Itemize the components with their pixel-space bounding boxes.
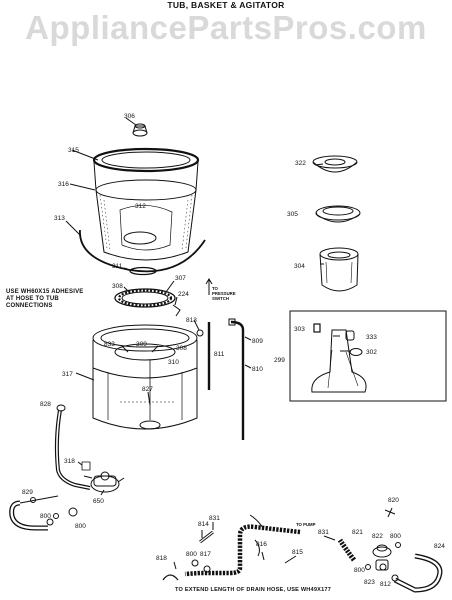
- watermark: AppliancePartsPros.com: [25, 9, 427, 46]
- callout-299: 299: [274, 357, 285, 364]
- callout-815: 815: [292, 549, 303, 556]
- part-821-hose: [323, 535, 357, 562]
- callout-315: 315: [68, 147, 79, 154]
- callout-306: 306: [124, 113, 135, 120]
- callout-650: 650: [93, 498, 104, 505]
- part-818-clip: [162, 561, 179, 581]
- callout-318: 318: [64, 458, 75, 465]
- drain-hose-note: TO EXTEND LENGTH OF DRAIN HOSE, USE WH49…: [175, 587, 332, 593]
- adhesive-note: USE WH60X15 ADHESIVE AT HOSE TO TUB CONN…: [6, 289, 84, 309]
- part-814-831-connectors: [199, 522, 214, 544]
- part-307-308-seal: [114, 280, 176, 308]
- part-812-clamp: [391, 574, 399, 582]
- callout-817: 817: [200, 551, 211, 558]
- callout-317: 317: [62, 371, 73, 378]
- part-322-cap: [312, 155, 358, 173]
- callout-814: 814: [198, 521, 209, 528]
- callout-831b: 831: [318, 529, 329, 536]
- part-304-agitator-top: [319, 247, 359, 292]
- callout-labels: 306 315 316 312 313 311 307 308 224 813 …: [22, 113, 445, 588]
- to-pump-label: TO PUMP: [296, 522, 316, 527]
- callout-829: 829: [22, 489, 33, 496]
- callout-308: 308: [112, 283, 123, 290]
- callout-800b: 800: [75, 523, 86, 530]
- page-title: TUB, BASKET & AGITATOR: [167, 0, 285, 10]
- part-813: [193, 319, 204, 337]
- part-829-hose: [9, 495, 59, 531]
- callout-305: 305: [287, 211, 298, 218]
- callout-304: 304: [294, 263, 305, 270]
- part-824-hose: [393, 553, 443, 593]
- part-816-bracket: [254, 539, 265, 561]
- callout-309: 309: [136, 341, 147, 348]
- callout-823: 823: [364, 579, 375, 586]
- callout-813: 813: [186, 317, 197, 324]
- part-650-pump: [83, 471, 125, 496]
- part-306-cap: [125, 117, 148, 137]
- part-317-tub: [75, 324, 198, 430]
- callout-302: 302: [366, 349, 377, 356]
- callout-333: 333: [366, 334, 377, 341]
- part-224-clamp: [172, 296, 181, 317]
- callout-800e: 800: [354, 567, 365, 574]
- part-318: [77, 461, 91, 471]
- part-828-hose: [54, 404, 91, 490]
- part-311-gasket: [123, 266, 157, 276]
- part-822-valve: [365, 542, 401, 571]
- callout-316: 316: [58, 181, 69, 188]
- callout-800d: 800: [390, 533, 401, 540]
- callout-828: 828: [40, 401, 51, 408]
- part-810-hose: [228, 318, 252, 440]
- callout-800a: 800: [40, 513, 51, 520]
- part-823: [375, 559, 389, 571]
- part-820-clip: [384, 507, 396, 518]
- part-313-ring: [65, 220, 206, 273]
- callout-322: 322: [295, 160, 306, 167]
- part-817-clamp: [191, 559, 211, 573]
- callout-820: 820: [388, 497, 399, 504]
- callout-810: 810: [252, 366, 263, 373]
- callout-822: 822: [372, 533, 383, 540]
- part-815-drain-hose: [184, 514, 301, 577]
- callout-224: 224: [178, 291, 189, 298]
- callout-313: 313: [54, 215, 65, 222]
- callout-809: 809: [252, 338, 263, 345]
- part-800-clamps-left: [46, 507, 78, 526]
- callout-821: 821: [352, 529, 363, 536]
- part-305-collar: [315, 205, 361, 223]
- callout-811: 811: [214, 351, 225, 358]
- callout-307: 307: [175, 275, 186, 282]
- callout-310: 310: [168, 359, 179, 366]
- callout-831a: 831: [209, 515, 220, 522]
- part-811-tube: [205, 278, 213, 390]
- callout-824: 824: [434, 543, 445, 550]
- callout-812: 812: [380, 581, 391, 588]
- callout-818: 818: [156, 555, 167, 562]
- part-316-basket: [69, 147, 200, 261]
- callout-827: 827: [142, 386, 153, 393]
- callout-312: 312: [135, 203, 146, 210]
- callout-308b: 308: [176, 345, 187, 352]
- callout-800c: 800: [186, 551, 197, 558]
- callout-816: 816: [256, 541, 267, 548]
- callout-311: 311: [112, 263, 123, 270]
- callout-303: 303: [294, 326, 305, 333]
- part-299-agitator-box: [289, 310, 447, 402]
- callout-833: 833: [104, 341, 115, 348]
